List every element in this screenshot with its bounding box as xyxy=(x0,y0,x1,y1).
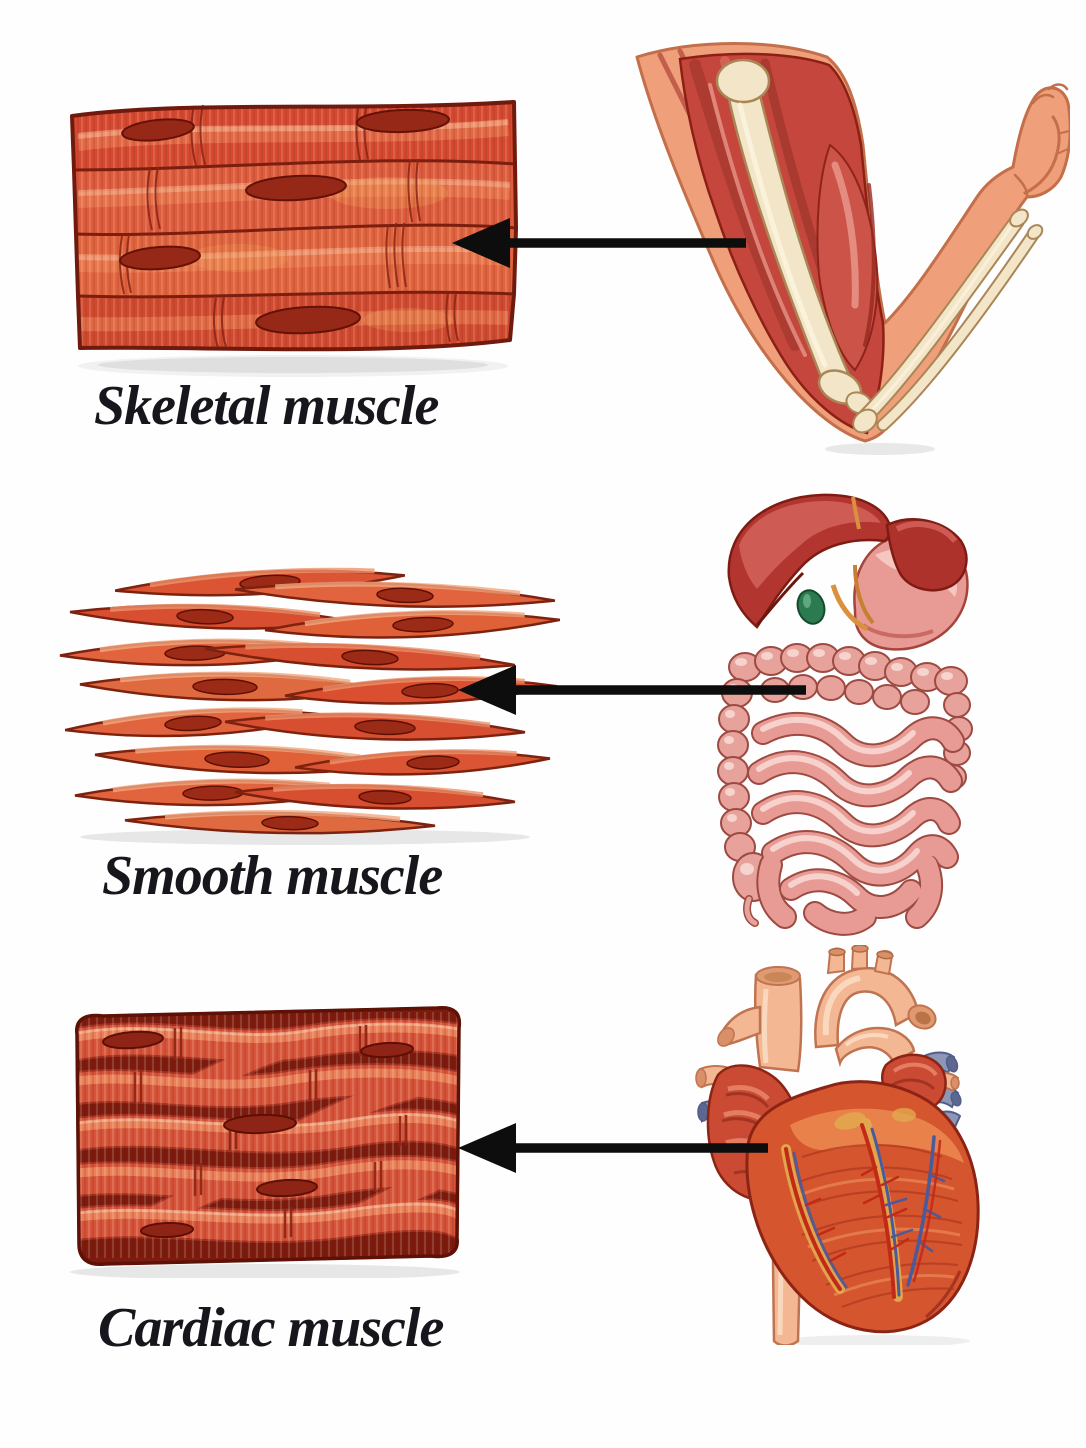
heart-illustration xyxy=(695,945,980,1345)
cardiac-muscle-label: Cardiac muscle xyxy=(98,1297,444,1359)
smooth-muscle-tissue-illustration xyxy=(59,567,560,845)
smooth-muscle-label: Smooth muscle xyxy=(102,845,443,907)
superior-vena-cava xyxy=(753,966,803,1073)
bile-ducts xyxy=(830,564,875,632)
tissue-shadow xyxy=(78,355,508,377)
arrow-heart-to-cardiac-tissue xyxy=(458,1123,768,1173)
arrow-arm-to-skeletal-tissue xyxy=(452,218,746,268)
forearm-bones xyxy=(852,208,1044,434)
tissue-shadow xyxy=(80,829,530,845)
skeletal-muscle-label: Skeletal muscle xyxy=(94,375,439,437)
nuclei xyxy=(102,1030,414,1239)
arrowhead xyxy=(458,1123,516,1173)
tissue-outline xyxy=(75,1005,462,1267)
aorta xyxy=(814,945,937,1049)
brachiocephalic-vessel xyxy=(717,1005,762,1047)
heart-shadow xyxy=(780,1335,970,1345)
small-intestine xyxy=(747,711,965,936)
biceps xyxy=(816,143,879,372)
arrow-intestines-to-smooth-tissue xyxy=(458,665,806,715)
nuclei xyxy=(119,108,450,335)
intercalated-discs xyxy=(133,1025,408,1238)
digestive-organs-illustration xyxy=(717,493,973,936)
tissue-outline xyxy=(70,100,518,352)
fiber-boundaries xyxy=(73,159,517,299)
large-intestine xyxy=(717,643,973,927)
coronary-vessels xyxy=(781,1108,946,1302)
arrowhead xyxy=(452,218,510,268)
gallbladder xyxy=(796,589,826,625)
arm-shadow xyxy=(825,443,935,455)
skeletal-muscle-tissue-illustration xyxy=(70,100,518,377)
striations xyxy=(80,1012,458,1258)
tissue-shadow xyxy=(70,1264,460,1278)
arrowhead xyxy=(458,665,516,715)
cardiac-muscle-tissue-illustration xyxy=(70,1005,462,1278)
liver xyxy=(727,493,968,629)
fiber-bands xyxy=(118,104,459,349)
spindle-cells xyxy=(59,567,560,835)
fist xyxy=(1013,83,1070,197)
humerus-bone xyxy=(715,58,873,415)
flexed-arm-illustration xyxy=(635,42,1070,455)
